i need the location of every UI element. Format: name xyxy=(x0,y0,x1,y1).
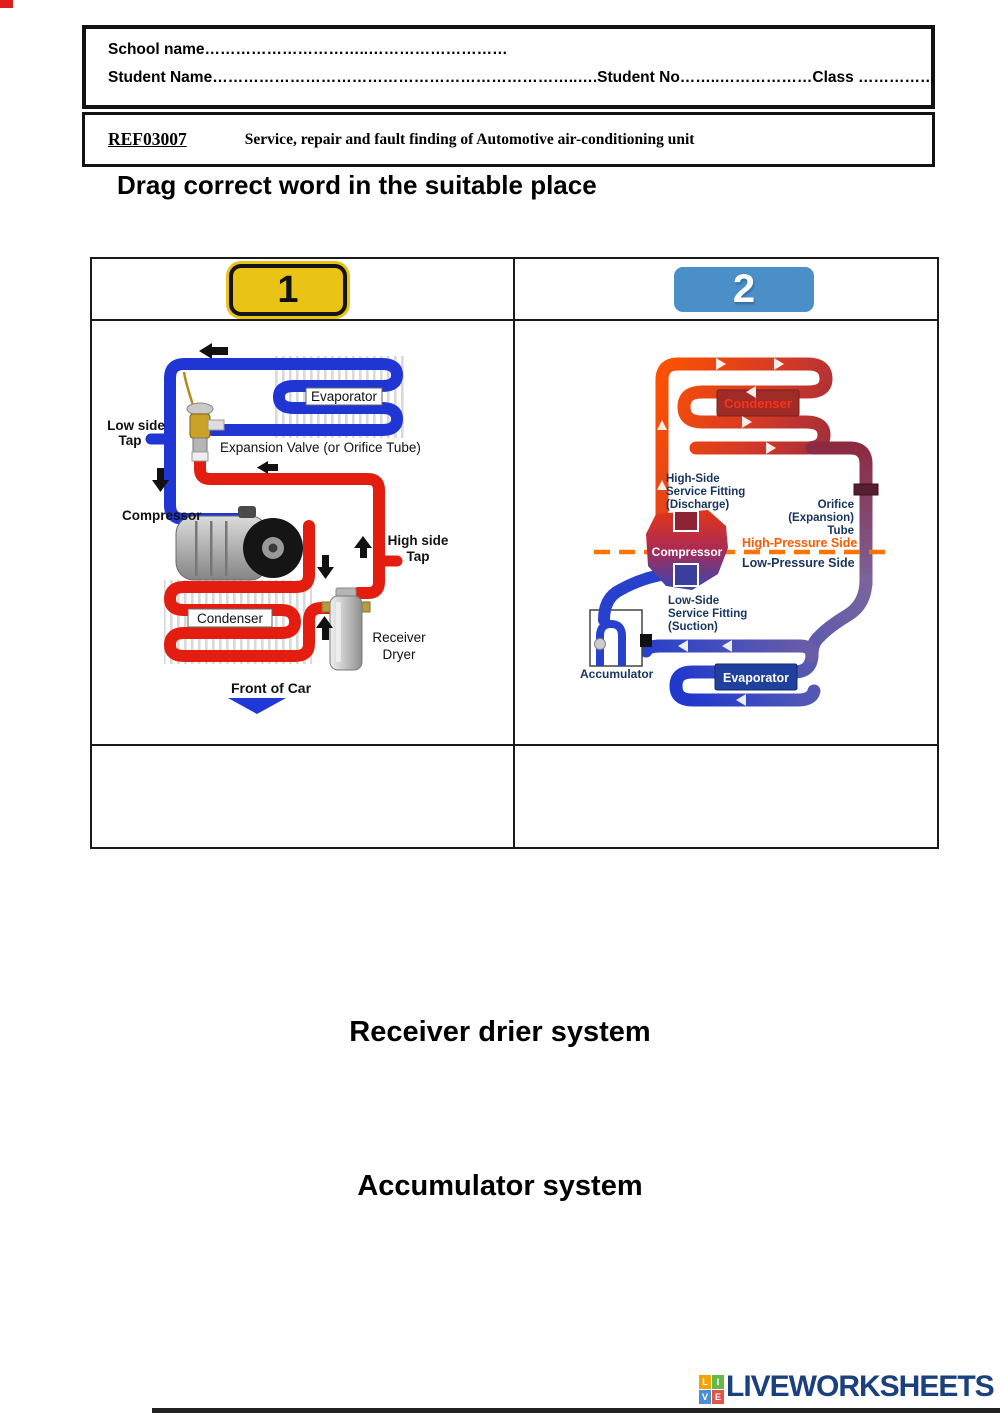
front-of-car-arrow xyxy=(228,698,286,714)
table-row-divider-2 xyxy=(92,744,937,746)
front-of-car-label: Front of Car xyxy=(231,680,312,696)
condenser-tube xyxy=(163,520,335,662)
student-name-line: Student Name……………………………………………………………..….S… xyxy=(108,69,936,86)
panel-1-badge: 1 xyxy=(229,264,347,316)
evaporator-tube xyxy=(669,573,873,707)
high-side-tap-label-1: High side xyxy=(388,533,449,548)
instruction-heading: Drag correct word in the suitable place xyxy=(117,170,597,200)
high-side-tube xyxy=(194,455,385,599)
liveworksheets-logo[interactable]: L I V E LIVEWORKSHEETS xyxy=(699,1370,995,1404)
receiver-dryer-unit xyxy=(321,587,371,671)
drag-word-accumulator[interactable]: Accumulator system xyxy=(357,1170,643,1202)
receiver-dryer-label-2: Dryer xyxy=(383,647,417,662)
orifice-label-2: (Expansion) xyxy=(788,512,854,524)
compressor-label: Compressor xyxy=(652,545,723,559)
compressor-unit xyxy=(175,506,303,581)
flow-arrows xyxy=(152,343,372,640)
orifice-tube-fitting xyxy=(853,483,879,496)
low-side-fitting-label-1: Low-Side xyxy=(668,595,719,607)
table-column-divider xyxy=(513,259,515,847)
high-side-fitting-label-3: (Discharge) xyxy=(666,499,729,511)
condenser-tube xyxy=(655,357,833,533)
condenser-label-box xyxy=(187,608,273,628)
accumulator-diagram: Compressor Condenser Evaporator xyxy=(580,357,890,707)
answer-cell-2[interactable] xyxy=(515,746,937,847)
flow-arrows xyxy=(657,358,784,706)
low-side-fitting-label-3: (Suction) xyxy=(668,621,718,633)
expansion-valve xyxy=(186,402,225,462)
low-pressure-side-label: Low-Pressure Side xyxy=(742,556,855,570)
orifice-label-1: Orifice xyxy=(818,499,854,511)
reference-box: REF03007 Service, repair and fault findi… xyxy=(82,112,935,167)
low-side-tap-label-1: Low side xyxy=(107,418,165,433)
evaporator-label: Evaporator xyxy=(723,671,789,685)
logo-square-i: I xyxy=(712,1375,724,1389)
orifice-down-tube xyxy=(805,441,873,591)
low-side-tube xyxy=(164,358,404,525)
high-side-tap-label-2: Tap xyxy=(407,549,430,564)
receiver-dryer-label-1: Receiver xyxy=(372,630,426,645)
condenser-label-box xyxy=(716,389,800,417)
task-table: 1 2 xyxy=(90,257,939,849)
logo-square-l: L xyxy=(699,1375,711,1389)
logo-squares: L I V E xyxy=(699,1375,724,1404)
ref-title: Service, repair and fault finding of Aut… xyxy=(244,130,695,148)
logo-wordmark: LIVEWORKSHEETS xyxy=(726,1370,995,1403)
answer-cell-1[interactable] xyxy=(92,746,513,847)
logo-square-e: E xyxy=(712,1390,724,1404)
compressor-label: Compressor xyxy=(122,508,202,523)
panel-2-badge: 2 xyxy=(674,267,814,312)
evaporator-label-box xyxy=(305,387,383,406)
condenser-label: Condenser xyxy=(724,396,792,411)
high-pressure-side-label: High-Pressure Side xyxy=(742,536,857,550)
high-side-fitting-label-2: Service Fitting xyxy=(666,486,745,498)
low-side-tap-label-2: Tap xyxy=(119,433,142,448)
corner-mark xyxy=(0,0,13,8)
bottom-bar xyxy=(152,1408,1000,1413)
logo-square-v: V xyxy=(699,1390,711,1404)
receiver-drier-diagram: Evaporator Low side Tap Expansion Valve … xyxy=(107,343,449,714)
evaporator-label: Evaporator xyxy=(311,389,378,404)
low-side-fitting-label-2: Service Fitting xyxy=(668,608,747,620)
accumulator-label: Accumulator xyxy=(580,667,654,681)
table-row-divider-1 xyxy=(92,319,937,321)
student-info-box: School name…………………………..……………………… Student… xyxy=(82,25,936,109)
school-name-line: School name…………………………..……………………… xyxy=(108,41,508,58)
drag-word-receiver-drier[interactable]: Receiver drier system xyxy=(349,1016,651,1048)
evaporator-label-box xyxy=(714,663,798,691)
ref-code: REF03007 xyxy=(108,129,187,149)
orifice-label-3: Tube xyxy=(827,525,854,537)
compressor-unit xyxy=(646,510,728,590)
condenser-label: Condenser xyxy=(197,611,264,626)
high-side-fitting-label-1: High-Side xyxy=(666,473,720,485)
expansion-valve-label: Expansion Valve (or Orifice Tube) xyxy=(220,440,421,455)
